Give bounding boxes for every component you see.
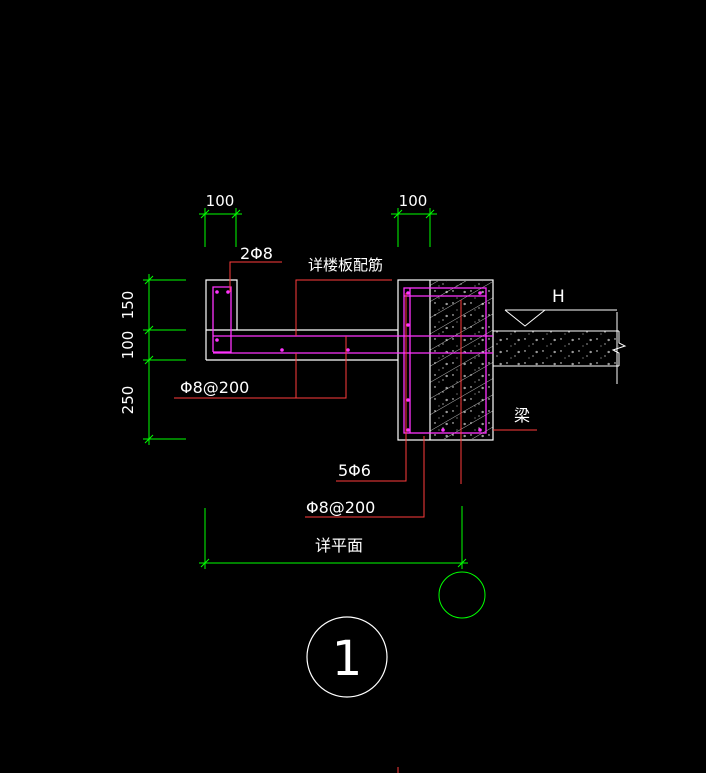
detail-number-bubble (306, 616, 388, 698)
leader-lines (174, 261, 537, 518)
concrete-outline (205, 279, 494, 441)
plan-dimension (199, 506, 486, 619)
elevation-marker (504, 309, 618, 384)
left-dim-250: 250 (119, 386, 137, 415)
top-right-dimension-text: 100 (399, 192, 428, 210)
rebar-dots (215, 290, 482, 432)
stirrup-count-label: 5Φ6 (338, 461, 371, 480)
left-dim-100: 100 (119, 331, 137, 360)
floor-slab-outline (493, 330, 627, 367)
top-right-dimension (391, 208, 437, 247)
top-left-dimension (199, 208, 242, 247)
left-dim-150: 150 (119, 291, 137, 320)
detail-number: 1 (332, 631, 363, 687)
floor-slab-fill (493, 331, 619, 366)
left-dimension-chain (143, 274, 186, 445)
bottom-bar-label: Φ8@200 (180, 378, 249, 397)
rebar-lines (212, 286, 493, 434)
top-bar-label: 2Φ8 (240, 244, 273, 263)
slab-rebar-label: 详楼板配筋 (308, 256, 383, 274)
plan-reference-label: 详平面 (315, 536, 363, 555)
elevation-label: H (552, 287, 565, 307)
stirrup-spacing-label: Φ8@200 (306, 498, 375, 517)
top-left-dimension-text: 100 (206, 192, 235, 210)
beam-label: 梁 (514, 406, 530, 425)
